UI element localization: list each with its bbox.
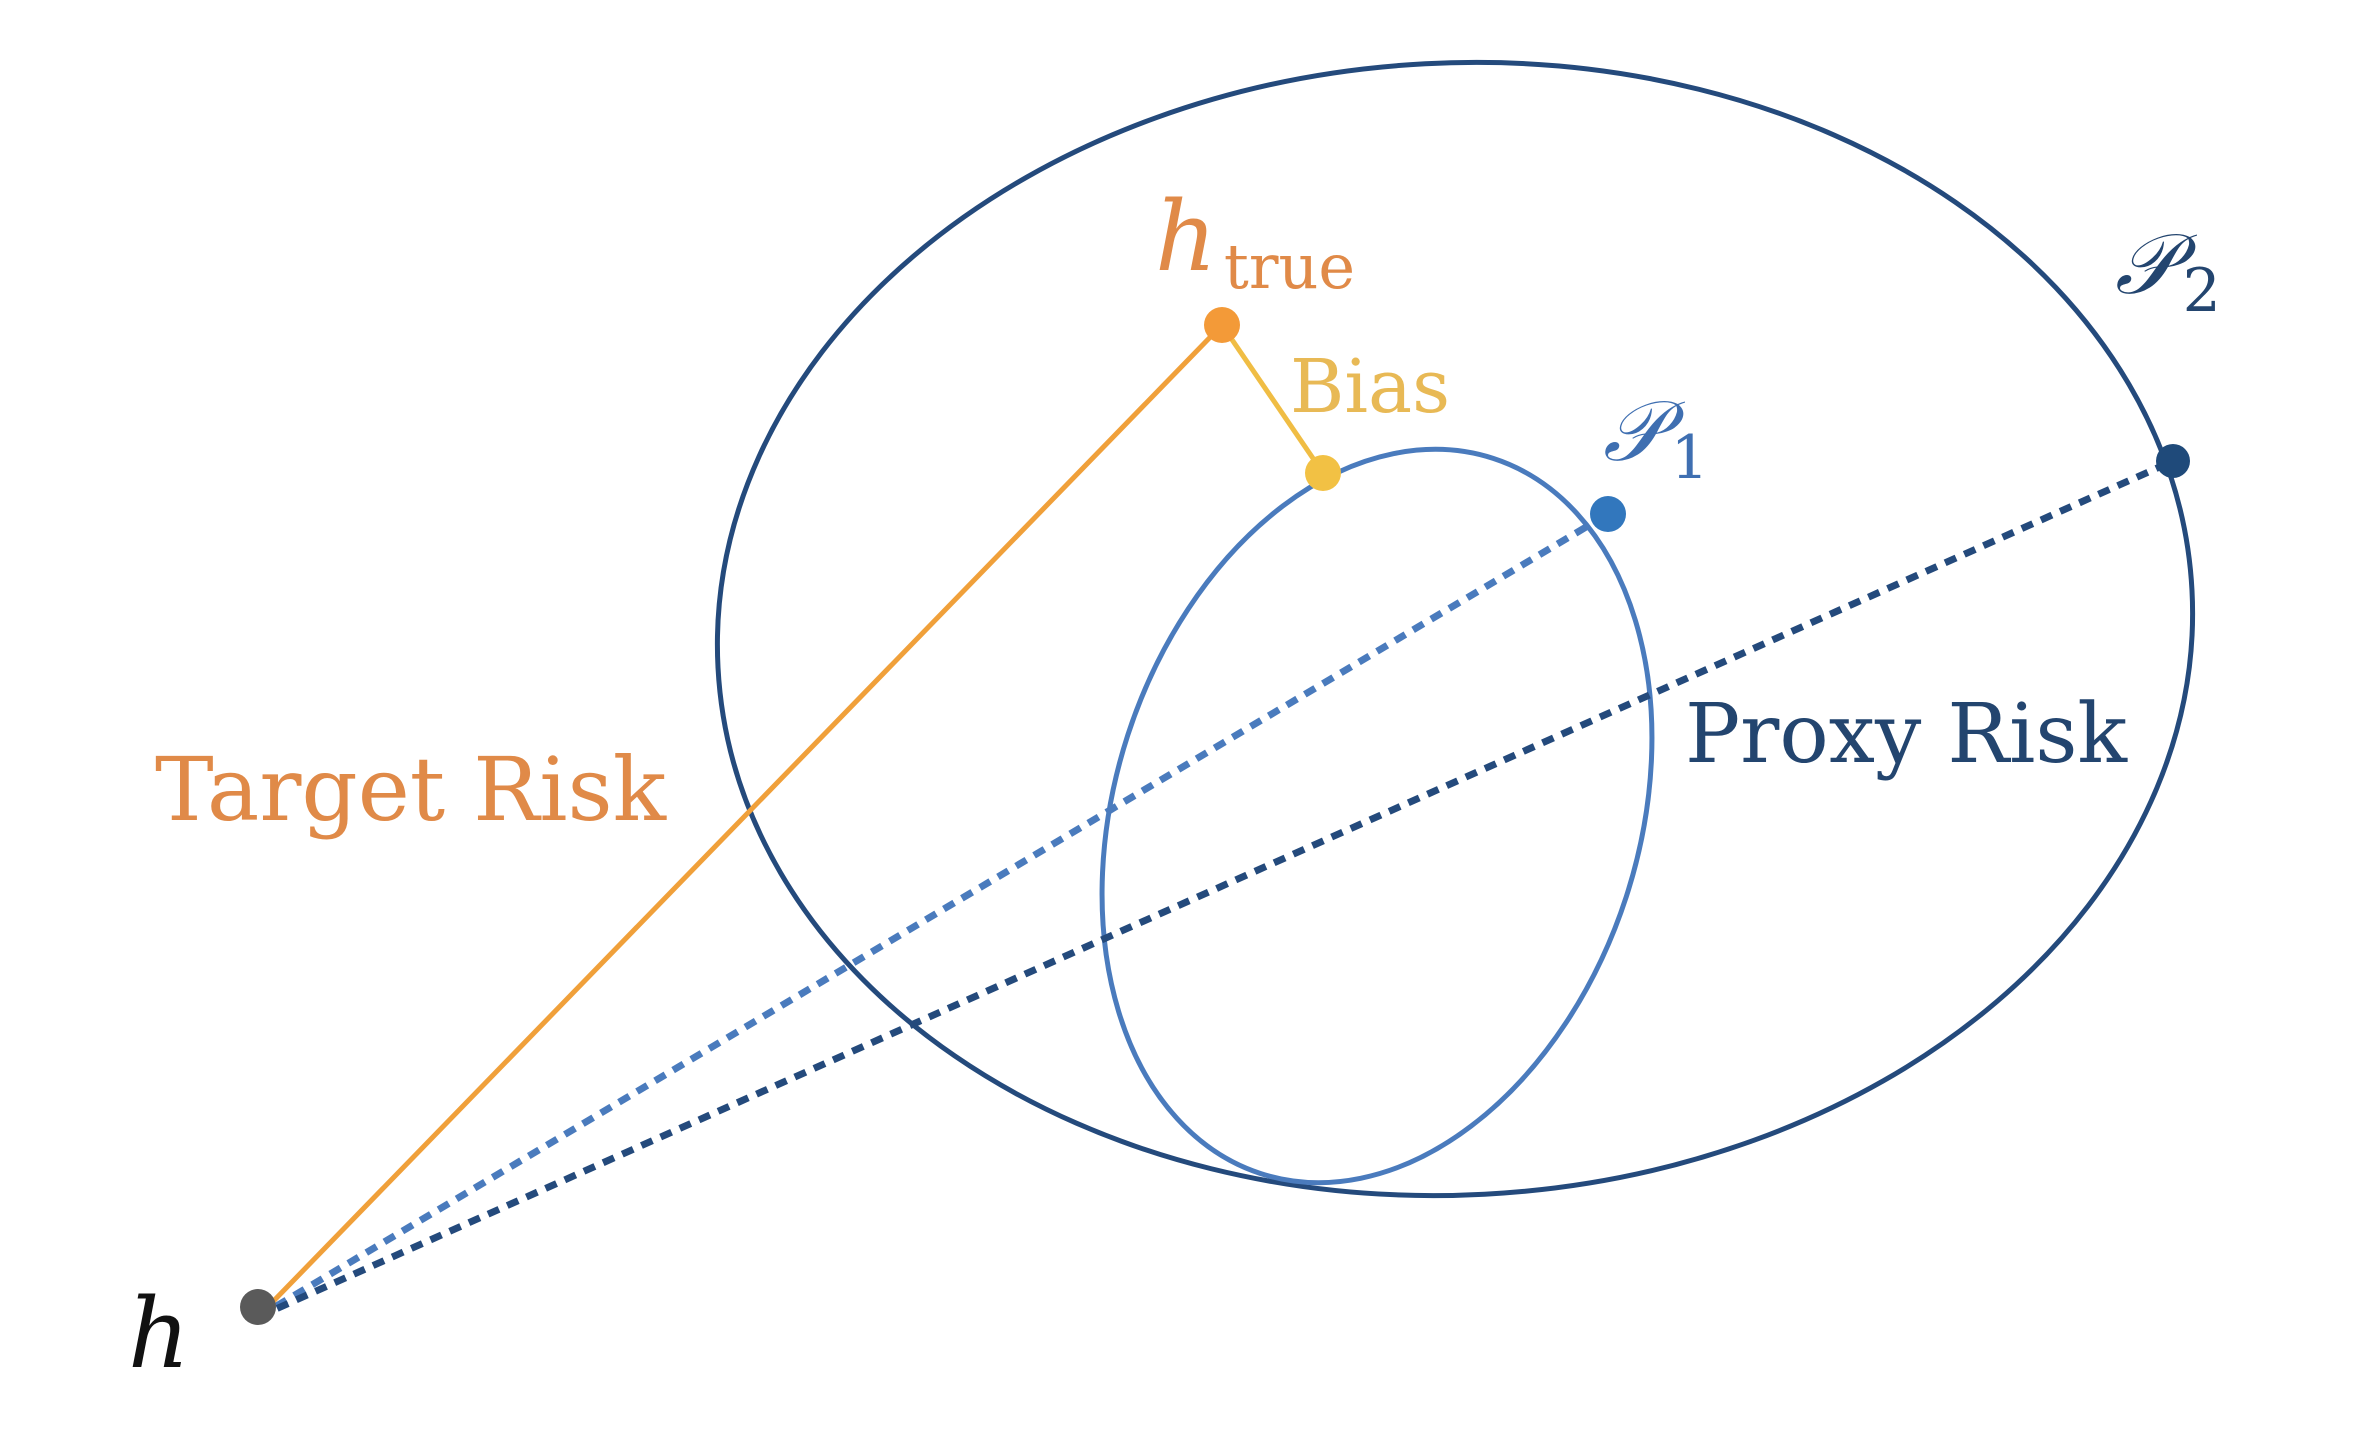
proxy-line-p1 — [256, 510, 1610, 1321]
label-h-true: h true — [1155, 181, 1355, 303]
bias-line — [1219, 323, 1326, 475]
label-p1-sub: 1 — [1671, 423, 1709, 493]
label-p2: 𝒫 2 — [2115, 215, 2221, 326]
label-bias: Bias — [1290, 344, 1450, 430]
point-p2 — [2156, 444, 2190, 478]
label-h-true-base: h — [1155, 181, 1217, 293]
label-h: h — [128, 1278, 190, 1390]
label-p1: 𝒫 1 — [1603, 382, 1709, 493]
label-target-risk: Target Risk — [155, 738, 667, 841]
label-proxy-risk: Proxy Risk — [1685, 687, 2128, 782]
target-risk-line — [256, 323, 1224, 1319]
label-h-true-sub: true — [1224, 230, 1355, 303]
inner-ellipse-p1 — [1099, 446, 1655, 1186]
point-p1 — [1590, 496, 1626, 532]
point-h — [240, 1289, 276, 1325]
proxy-line-p2 — [256, 457, 2175, 1321]
point-bias-end — [1305, 455, 1341, 491]
outer-ellipse-p2 — [714, 59, 2196, 1199]
point-h-true — [1204, 307, 1240, 343]
label-p2-sub: 2 — [2183, 256, 2221, 326]
